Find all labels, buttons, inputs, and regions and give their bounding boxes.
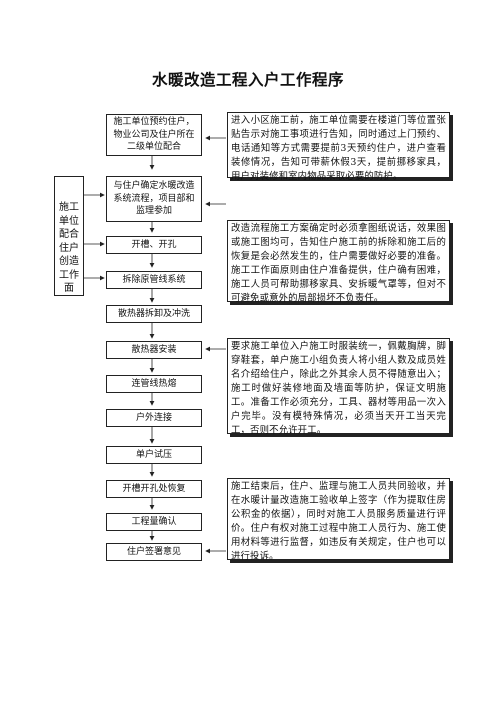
step-remove-pipes: 拆除原管线系统: [106, 271, 202, 289]
step-pipe-fusion: 连管线热熔: [106, 375, 202, 393]
step-pressure-test: 单户试压: [106, 446, 202, 464]
side-label-box: 施工单位配合住户创造工作面: [54, 176, 84, 296]
note-acceptance: 施工结束后，住户、监理与施工人员共同验收，并在水暖计量改造施工验收单上签字（作为…: [227, 478, 450, 562]
note-plan-confirmation: 改造流程施工方案确定时必须拿图纸说话，效果图或施工图均可，告知住户施工前的拆除和…: [227, 220, 450, 304]
note-construction-rules: 要求施工单位入户施工时服装统一，佩戴胸牌，脚穿鞋套，单户施工小组负责人将小组人数…: [227, 338, 450, 436]
note-preparation: 进入小区施工前，施工单位需要在楼道门等位置张贴告示对施工事项进行告知，同时通过上…: [227, 112, 450, 182]
step-appointment: 施工单位预约住户，物业公司及住户所在二级单位配合: [106, 114, 202, 156]
step-slotting: 开槽、开孔: [106, 236, 202, 254]
step-outdoor-connect: 户外连接: [106, 409, 202, 427]
page-title: 水暖改造工程入户工作程序: [151, 70, 344, 89]
step-quantity-confirm: 工程量确认: [106, 513, 202, 531]
step-radiator-install: 散热器安装: [106, 341, 202, 359]
step-restore-slots: 开槽开孔处恢复: [106, 480, 202, 498]
step-confirm-flow: 与住户确定水暖改造系统流程，项目部和监理参加: [106, 176, 202, 222]
step-radiator-flush: 散热器拆卸及冲洗: [106, 305, 202, 323]
step-resident-sign: 住户签署意见: [106, 543, 202, 561]
